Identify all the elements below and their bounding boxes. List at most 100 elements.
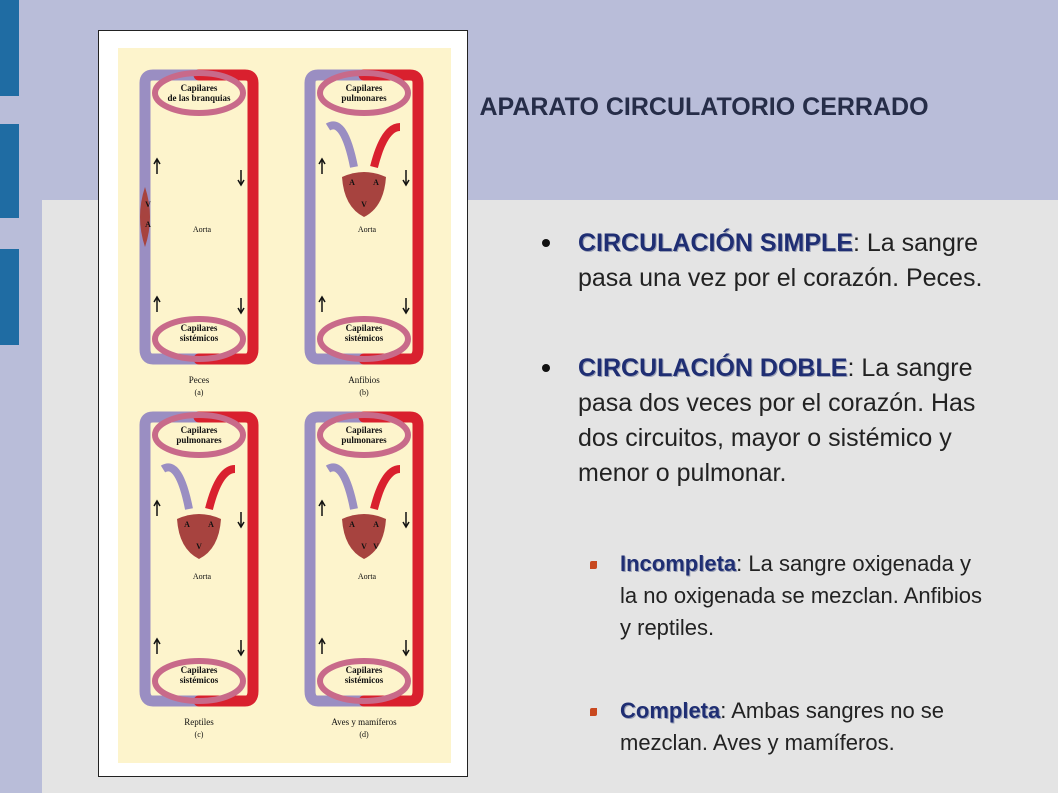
panel-letter: (a)	[195, 388, 204, 397]
heart-chamber-label: V	[373, 542, 379, 551]
venous-loop	[139, 411, 205, 707]
heart-chamber-label: V	[361, 542, 367, 551]
venous-loop	[304, 69, 370, 365]
flow-arrow-head	[402, 521, 410, 529]
bottom-capillary-label: Capilares	[346, 323, 383, 333]
panel-letter: (c)	[195, 730, 204, 739]
panel-name: Aves y mamíferos	[331, 717, 397, 727]
arterial-loop	[358, 69, 424, 365]
bottom-capillary-bed	[152, 316, 246, 362]
panel-name: Anfibios	[348, 375, 380, 385]
flow-arrow-head	[402, 649, 410, 657]
heart-chamber-label: V	[196, 542, 202, 551]
subbullet-marker	[590, 708, 597, 716]
flow-arrow-head	[402, 307, 410, 315]
pulmonary-artery	[325, 463, 358, 510]
heart-chamber-label: A	[208, 520, 214, 529]
flow-arrow-head	[318, 295, 326, 303]
subbullet-term: Completa	[620, 698, 721, 723]
bullet-term: CIRCULACIÓN DOBLE	[578, 354, 848, 382]
flow-arrow-head	[318, 637, 326, 645]
bottom-capillary-label: Capilares	[181, 665, 218, 675]
top-capillary-bed	[152, 412, 246, 458]
bullet-text: : La sangre pasa dos veces por el corazó…	[578, 354, 976, 487]
top-capillary-label: Capilares	[346, 83, 383, 93]
flow-arrow-head	[153, 499, 161, 507]
aorta-label: Aorta	[358, 225, 377, 234]
panel-name: Reptiles	[184, 717, 214, 727]
bullet-term: CIRCULACIÓN SIMPLE	[578, 229, 853, 257]
top-capillary-label: de las branquias	[167, 93, 231, 103]
subbullet-text: : La sangre oxigenada y la no oxigenada …	[620, 551, 983, 640]
bottom-capillary-label: Capilares	[346, 665, 383, 675]
bottom-capillary-label: Capilares	[181, 323, 218, 333]
subbullet-completa: Completa: Ambas sangres no se mezclan. A…	[590, 695, 990, 759]
flow-arrow-head	[237, 307, 245, 315]
aorta-label: Aorta	[193, 225, 212, 234]
heart	[342, 172, 386, 217]
heart-chamber-label: V	[361, 200, 367, 209]
heart-chamber-label: A	[349, 178, 355, 187]
bottom-capillary-bed	[317, 658, 411, 704]
aorta-label: Aorta	[358, 572, 377, 581]
pulmonary-vein	[370, 123, 401, 168]
bullet-dot	[542, 239, 550, 247]
arterial-loop	[358, 411, 424, 707]
top-capillary-label: Capilares	[181, 425, 218, 435]
flow-arrow-head	[153, 637, 161, 645]
top-capillary-bed	[152, 70, 246, 116]
decor-bar	[0, 249, 19, 345]
pulmonary-artery	[325, 121, 358, 168]
bottom-capillary-label: sistémicos	[180, 675, 219, 685]
subbullet-incompleta: Incompleta: La sangre oxigenada y la no …	[590, 548, 990, 644]
bottom-capillary-label: sistémicos	[345, 675, 384, 685]
decor-bar	[0, 124, 19, 218]
heart	[342, 514, 386, 559]
flow-arrow-head	[237, 649, 245, 657]
circulation-panel: CapilarespulmonaresCapilaressistémicosAo…	[304, 69, 424, 397]
pulmonary-artery	[160, 463, 193, 510]
flow-arrow-head	[237, 521, 245, 529]
flow-arrow-head	[318, 499, 326, 507]
heart-chamber-label: V	[145, 200, 151, 209]
bottom-capillary-label: sistémicos	[345, 333, 384, 343]
subbullet-text: : Ambas sangres no se mezclan. Aves y ma…	[620, 698, 945, 755]
bullet-doble: CIRCULACIÓN DOBLE: La sangre pasa dos ve…	[542, 351, 998, 491]
top-capillary-bed	[317, 412, 411, 458]
pulmonary-vein	[205, 465, 236, 510]
top-capillary-label: Capilares	[346, 425, 383, 435]
top-capillary-label: pulmonares	[341, 93, 387, 103]
aorta-label: Aorta	[193, 572, 212, 581]
heart	[140, 187, 150, 247]
top-capillary-label: pulmonares	[341, 435, 387, 445]
top-capillary-label: pulmonares	[176, 435, 222, 445]
bottom-capillary-label: sistémicos	[180, 333, 219, 343]
heart-chamber-label: A	[373, 520, 379, 529]
flow-arrow-head	[318, 157, 326, 165]
pulmonary-vein	[370, 465, 401, 510]
decor-bar	[0, 0, 19, 96]
panel-letter: (d)	[359, 730, 369, 739]
slide-title: APARATO CIRCULATORIO CERRADO	[479, 93, 929, 121]
figure-background	[118, 48, 451, 763]
heart-chamber-label: A	[349, 520, 355, 529]
flow-arrow-head	[153, 157, 161, 165]
heart	[177, 514, 221, 559]
subbullet-term: Incompleta	[620, 551, 737, 576]
bullet-dot	[542, 364, 550, 372]
heart-chamber-label: A	[145, 220, 151, 229]
panel-letter: (b)	[359, 388, 369, 397]
arterial-loop	[193, 69, 259, 365]
circulation-panel: CapilarespulmonaresCapilaressistémicosAo…	[139, 411, 259, 739]
heart-chamber-label: A	[184, 520, 190, 529]
circulation-panel: CapilarespulmonaresCapilaressistémicosAo…	[304, 411, 424, 739]
subbullet-marker	[590, 561, 597, 569]
flow-arrow-head	[402, 179, 410, 187]
top-capillary-bed	[317, 70, 411, 116]
top-capillary-label: Capilares	[181, 83, 218, 93]
flow-arrow-head	[237, 179, 245, 187]
panel-name: Peces	[189, 375, 210, 385]
